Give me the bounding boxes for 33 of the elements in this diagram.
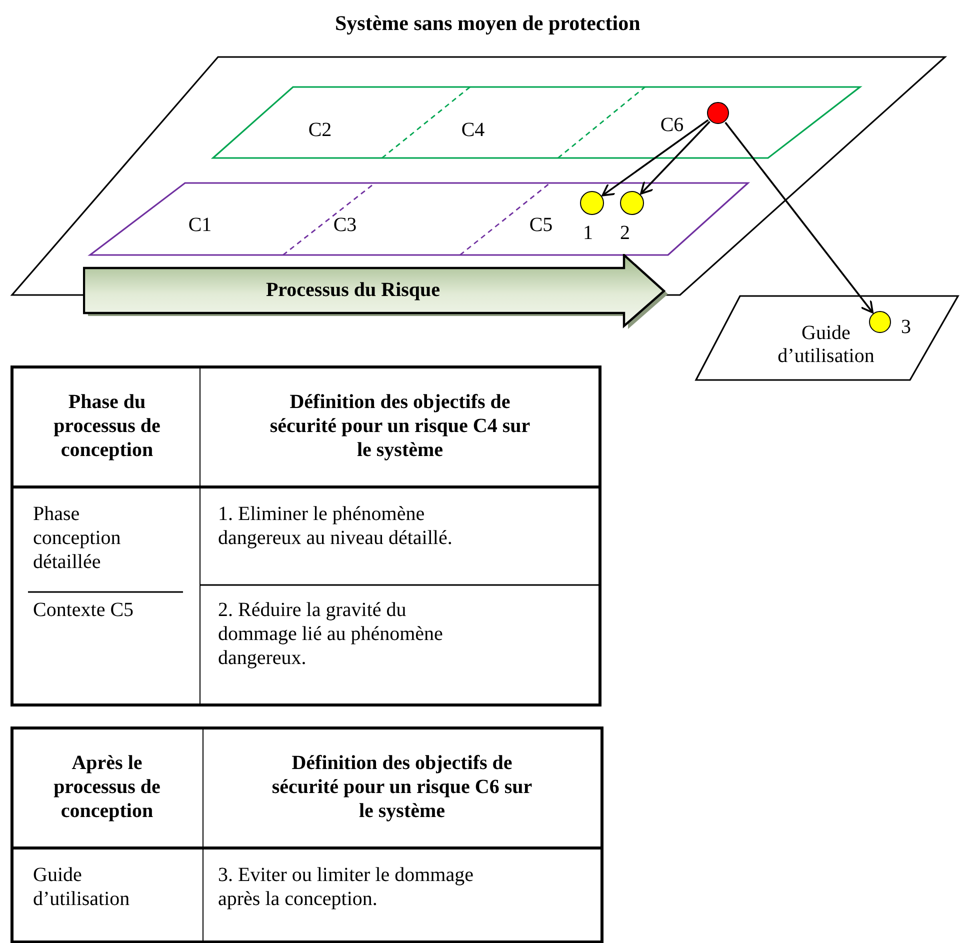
context-label: C5 — [528, 214, 554, 237]
hazard-marker — [707, 102, 729, 124]
table-cell-text: Contexte C5 — [33, 598, 135, 622]
context-label: C4 — [460, 119, 486, 142]
table-header: Phase du processus de conception — [52, 390, 162, 462]
arrow — [724, 122, 874, 314]
context-label: C2 — [307, 119, 333, 142]
objective-marker — [620, 191, 644, 215]
context-label: C6 — [659, 114, 685, 137]
table-cell-text: 3. Eviter ou limiter le dommage après la conception. — [218, 863, 474, 911]
table-header: Définition des objectifs de sécurité pour un risque C6 sur le système — [270, 751, 534, 823]
process-block-arrow — [83, 254, 669, 330]
context-band — [90, 183, 749, 256]
arrow — [640, 121, 710, 194]
table-cell-text: Guide d’utilisation — [33, 863, 131, 911]
table-header: Définition des objectifs de sécurité pour un risque C4 sur le système — [268, 390, 532, 462]
context-band — [213, 87, 861, 159]
table-cell-text: Phase conception détaillée — [33, 502, 122, 574]
diagram-title: Système sans moyen de protection — [335, 11, 640, 36]
table-cell-text: 2. Réduire la gravité du dommage lié au phénomène dangereux. — [218, 598, 444, 670]
plane-label: Guide d’utilisation — [776, 322, 876, 368]
table-cell-text: 1. Eliminer le phénomène dangereux au niveau détaillé. — [218, 502, 454, 550]
table-header: Après le processus de conception — [52, 751, 162, 823]
context-label: C3 — [332, 214, 358, 237]
marker-number: 3 — [901, 316, 911, 339]
usage-guide-plane — [696, 296, 959, 381]
objective-marker — [869, 311, 891, 333]
objective-marker — [580, 191, 604, 215]
process-label: Processus du Risque — [264, 279, 442, 302]
marker-number: 2 — [620, 222, 630, 245]
context-label: C1 — [187, 214, 213, 237]
arrow — [602, 119, 709, 196]
marker-number: 1 — [583, 222, 593, 245]
